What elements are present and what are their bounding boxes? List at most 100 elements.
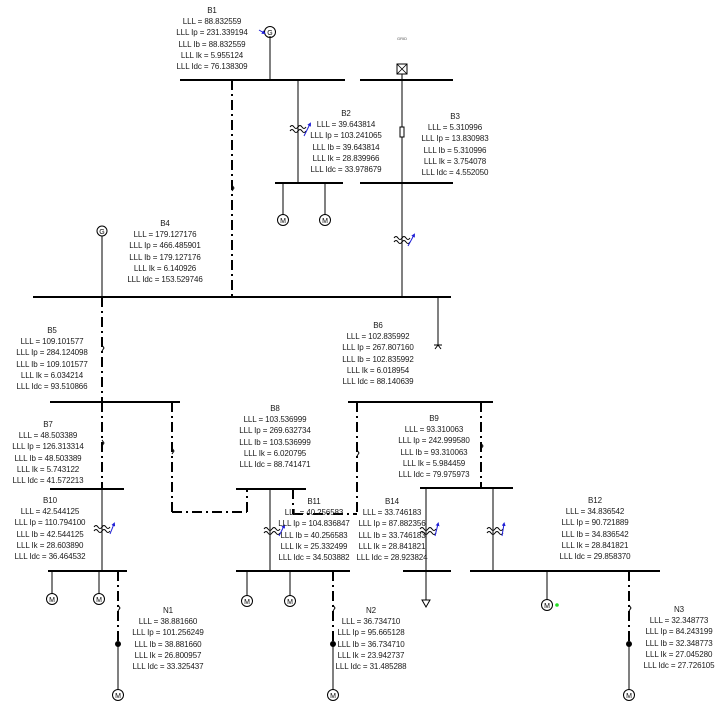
bus-id-row: B14: [357, 496, 428, 507]
ip-value-row: LLL Ip = 110.794100: [15, 517, 86, 528]
transformer-icon[interactable]: [393, 236, 411, 244]
ib-value: 36.734710: [367, 639, 405, 649]
lll-value: 179.127176: [155, 230, 197, 240]
ip-value-row: LLL Ip = 126.313314: [12, 441, 84, 452]
ib-value: 40.256583: [310, 530, 348, 540]
ib-value: 39.643814: [342, 142, 380, 152]
ik-value-label: LLL Ik =: [645, 649, 676, 659]
ib-value-label: LLL Ib =: [645, 638, 676, 648]
tap-arrow-icon: [303, 122, 311, 137]
transformer-icon[interactable]: [419, 527, 437, 535]
ip-value: 84.243199: [675, 627, 713, 637]
ip-value: 231.339194: [206, 28, 248, 38]
motor-icon[interactable]: M: [541, 599, 553, 611]
ik-value-label: LLL Ik =: [16, 464, 47, 474]
idc-value: 76.138309: [210, 62, 248, 72]
ib-value: 33.746183: [388, 530, 426, 540]
generator-icon[interactable]: G: [96, 225, 108, 237]
ip-value-label: LLL Ip =: [12, 442, 43, 452]
bus-id: B4: [160, 219, 170, 228]
ib-value: 34.836542: [591, 529, 629, 539]
ib-value-label: LLL Ib =: [134, 639, 165, 649]
ik-value-label: LLL Ik =: [337, 650, 368, 660]
lll-value: 32.348773: [671, 616, 709, 626]
bus-id: B14: [385, 497, 399, 506]
transformer-icon[interactable]: [93, 525, 111, 533]
ib-value-label: LLL Ib =: [178, 39, 209, 49]
bus-id: B6: [373, 321, 383, 330]
motor-icon[interactable]: M: [319, 214, 331, 226]
bus-id: B5: [47, 326, 57, 335]
lll-value: 93.310063: [426, 425, 464, 435]
generator-icon[interactable]: G: [264, 26, 276, 38]
bus-id-row: B10: [15, 495, 86, 506]
ik-value: 27.045280: [675, 649, 713, 659]
ik-value-label: LLL Ik =: [16, 540, 47, 550]
ib-value: 93.310063: [430, 447, 468, 457]
ip-value: 110.794100: [44, 518, 86, 528]
ib-value-row: LLL Ib = 103.536999: [239, 437, 311, 448]
bus-id: N1: [162, 606, 174, 615]
transformer-icon[interactable]: [486, 527, 504, 535]
ik-value: 5.743122: [46, 464, 80, 474]
load-icon[interactable]: [421, 599, 431, 609]
ip-value: 126.313314: [42, 442, 84, 452]
ip-value: 104.836847: [308, 519, 350, 529]
ik-value: 28.839966: [342, 153, 380, 163]
motor-symbol-text: M: [287, 599, 293, 606]
lll-value-label: LLL =: [284, 508, 307, 518]
ip-value-row: LLL Ip = 104.836847: [278, 518, 350, 529]
ip-value: 267.807160: [372, 343, 414, 353]
ip-value: 95.665128: [367, 628, 405, 638]
ib-value-row: LLL Ib = 5.310996: [421, 145, 488, 156]
ik-value-row: LLL Ik = 28.841821: [560, 540, 631, 551]
lll-value: 5.310996: [449, 123, 483, 133]
ik-value-row: LLL Ik = 3.754078: [421, 156, 488, 167]
breaker-icon: [101, 439, 105, 447]
transformer-icon[interactable]: [263, 527, 281, 535]
ip-value-label: LLL Ip =: [16, 348, 47, 358]
bus-id: N3: [673, 605, 685, 614]
ib-value: 38.881660: [164, 639, 202, 649]
lll-value-label: LLL =: [316, 120, 339, 130]
transformer-icon[interactable]: [289, 125, 307, 133]
motor-icon[interactable]: M: [327, 689, 339, 701]
idc-value-row: LLL Idc = 27.726105: [644, 660, 715, 671]
bus-id-row: B9: [398, 413, 469, 424]
ib-value: 103.536999: [269, 437, 311, 447]
ik-value-row: LLL Ik = 26.800957: [132, 650, 203, 661]
lll-value: 102.835992: [368, 332, 410, 342]
bus-id-row: B6: [342, 320, 413, 331]
motor-icon[interactable]: M: [241, 595, 253, 607]
ik-value-label: LLL Ik =: [312, 153, 343, 163]
idc-value-row: LLL Idc = 28.923824: [357, 552, 428, 563]
ib-value-label: LLL Ib =: [280, 530, 311, 540]
ip-value-label: LLL Ip =: [132, 628, 163, 638]
bus-id: N2: [365, 606, 377, 615]
lll-value: 36.734710: [363, 617, 401, 627]
breaker-icon: [480, 442, 484, 450]
ip-value: 101.256249: [162, 628, 204, 638]
ib-value-label: LLL Ib =: [16, 359, 47, 369]
lll-value-row: LLL = 32.348773: [644, 615, 715, 626]
ip-value-label: LLL Ip =: [176, 28, 207, 38]
idc-value-row: LLL Idc = 31.485288: [336, 661, 407, 672]
idc-value-row: LLL Idc = 4.552050: [421, 167, 489, 178]
motor-icon[interactable]: M: [623, 689, 635, 701]
motor-icon[interactable]: M: [284, 595, 296, 607]
idc-value-label: LLL Idc =: [356, 553, 391, 563]
idc-value-label: LLL Idc =: [239, 460, 274, 470]
ib-value-row: LLL Ib = 38.881660: [132, 639, 203, 650]
idc-value-row: LLL Idc = 41.572213: [12, 475, 83, 486]
bus-id-row: N3: [644, 604, 715, 615]
motor-icon[interactable]: M: [277, 214, 289, 226]
ik-value-label: LLL Ik =: [402, 458, 433, 468]
lll-value-row: LLL = 33.746183: [357, 507, 428, 518]
motor-icon[interactable]: M: [46, 593, 58, 605]
ib-value-row: LLL Ib = 42.544125: [15, 529, 86, 540]
motor-icon[interactable]: M: [93, 593, 105, 605]
motor-icon[interactable]: M: [112, 689, 124, 701]
